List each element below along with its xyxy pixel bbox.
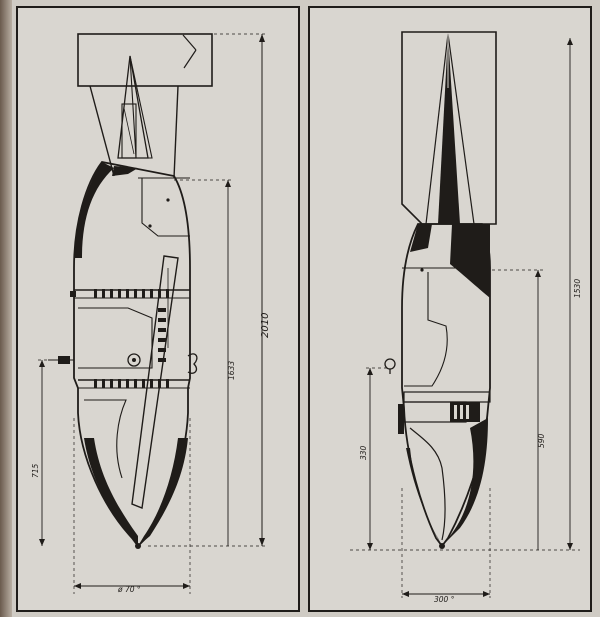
label-diameter: ø 70 ° [117, 585, 141, 594]
label-diameter: 300 ° [434, 595, 455, 604]
label-overall-length: 1530 [573, 279, 582, 298]
photo-edge [0, 0, 12, 617]
label-mid-length: 590 [537, 433, 546, 448]
tail-fin-box [77, 33, 213, 87]
label-body-length: 1633 [227, 361, 236, 380]
left-view-panel: 2010 1633 715 ø 70 ° [16, 6, 300, 612]
label-lower-length: 330 [359, 445, 368, 460]
right-bomb-drawing: 1530 590 330 300 ° [350, 31, 582, 604]
left-bomb-drawing: 2010 1633 715 ø 70 ° [31, 33, 271, 594]
diagonal-strut [131, 255, 179, 509]
label-lower-length: 715 [31, 463, 40, 478]
right-view-panel: 1530 590 330 300 ° [308, 6, 592, 612]
label-overall-length: 2010 [260, 313, 271, 338]
